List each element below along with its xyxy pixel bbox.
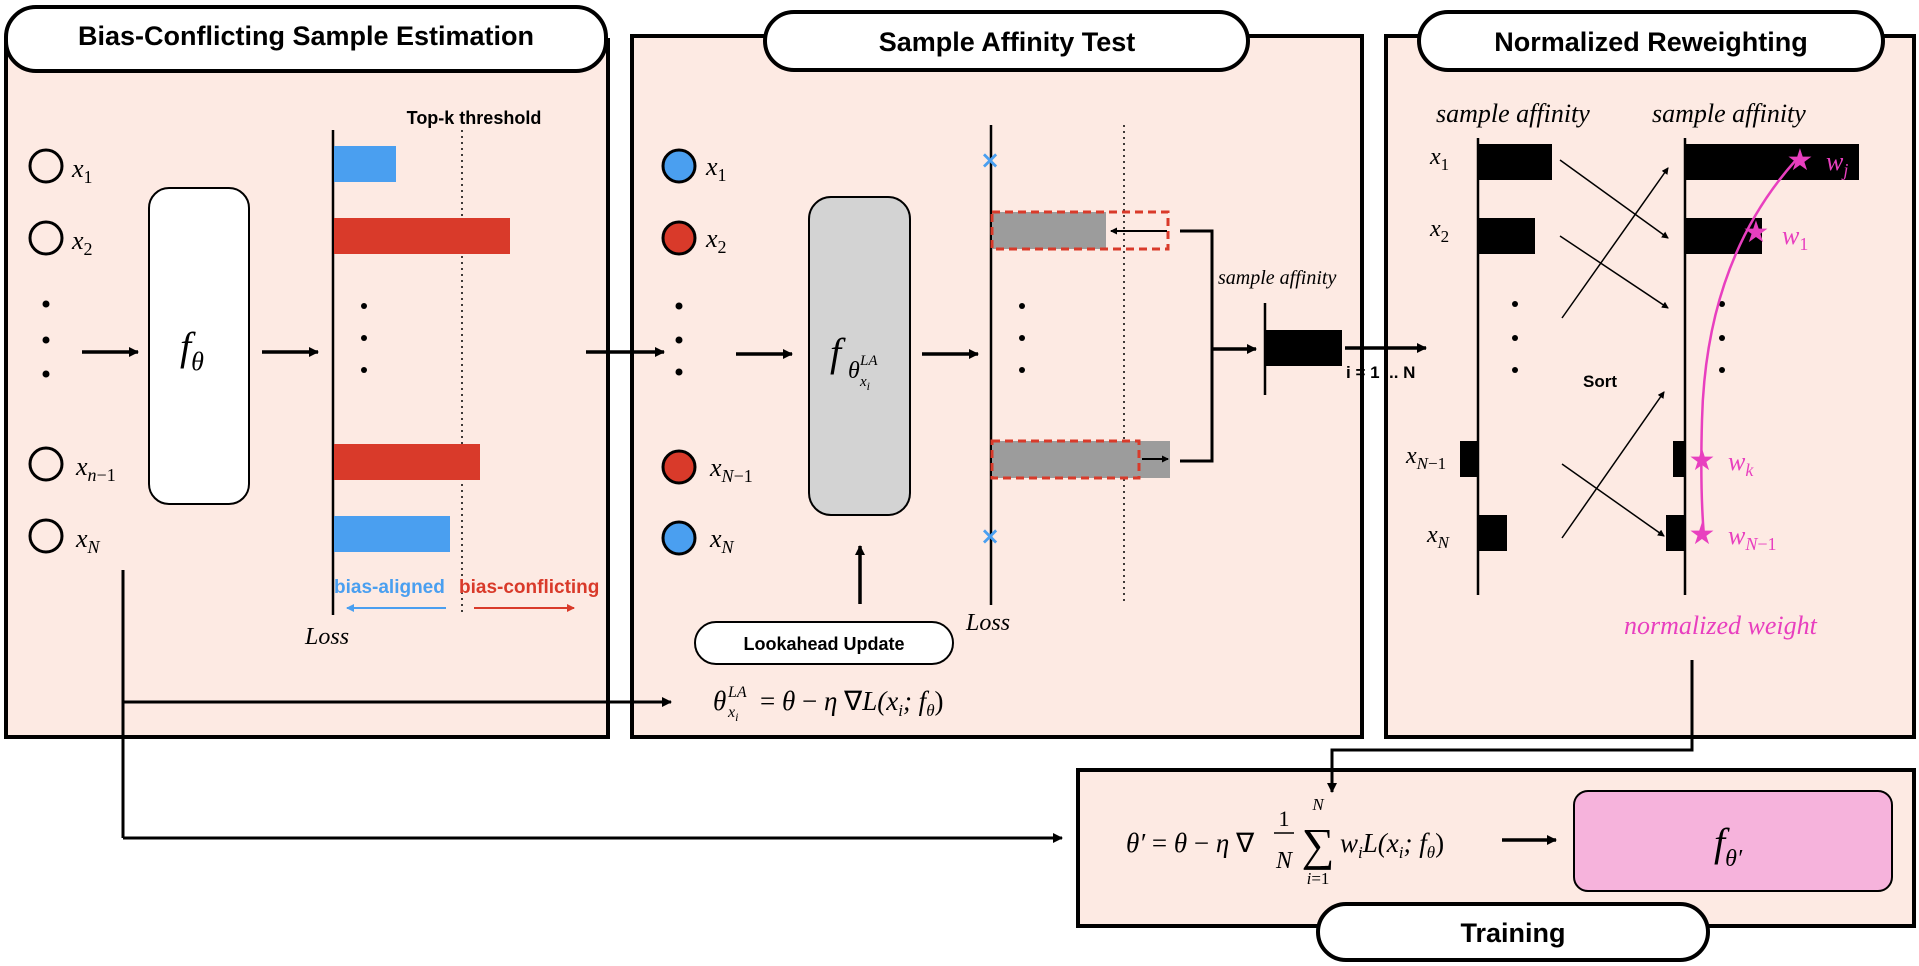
panel-bias-conflicting-estimation: Bias-Conflicting Sample Estimation x1 x2… bbox=[4, 5, 610, 739]
topk-threshold-label: Top-k threshold bbox=[407, 108, 542, 128]
svg-text:★: ★ bbox=[1743, 215, 1770, 250]
sort-arrows bbox=[1559, 159, 1669, 539]
normalized-weight-label: normalized weight bbox=[1624, 611, 1818, 640]
loss-axis-label-affinity: Loss bbox=[965, 610, 1010, 636]
loss-bar-xN bbox=[334, 516, 450, 552]
svg-text:LA: LA bbox=[859, 353, 878, 369]
svg-text:wj: wj bbox=[1826, 147, 1848, 180]
svg-text:LA: LA bbox=[727, 684, 747, 701]
svg-text:★: ★ bbox=[1787, 143, 1814, 178]
svg-text:xi: xi bbox=[727, 704, 738, 724]
svg-text:★: ★ bbox=[1689, 517, 1716, 552]
sort-label: Sort bbox=[1583, 372, 1617, 391]
bias-aligned-label: bias-aligned bbox=[334, 577, 445, 598]
svg-text:N: N bbox=[1311, 795, 1325, 814]
svg-text:×: × bbox=[980, 146, 1000, 174]
svg-text:xi: xi bbox=[859, 374, 870, 393]
bias-conflicting-label: bias-conflicting bbox=[459, 577, 599, 598]
svg-text:∑: ∑ bbox=[1302, 819, 1335, 870]
affinity-bar bbox=[1266, 330, 1342, 366]
loss-bar-xn-1 bbox=[334, 444, 480, 480]
panel-title-reweighting: Normalized Reweighting bbox=[1494, 27, 1808, 57]
panel-training: Training θ′ = θ − η ∇ 1 N N ∑ i=1 wiL(xi… bbox=[1076, 768, 1916, 962]
loss-bars-estimation: Top-k threshold bias-aligned bias-confli… bbox=[304, 108, 599, 650]
training-update-formula: θ′ = θ − η ∇ 1 N N ∑ i=1 wiL(xi; fθ) bbox=[1126, 795, 1444, 888]
svg-text:θ′ = θ − η ∇: θ′ = θ − η ∇ bbox=[1126, 828, 1255, 858]
svg-text:1: 1 bbox=[1279, 806, 1290, 831]
svg-text:★: ★ bbox=[1689, 443, 1716, 478]
svg-text:= θ − η ∇L(xi; fθ): = θ − η ∇L(xi; fθ) bbox=[760, 686, 944, 720]
loss-axis-label: Loss bbox=[304, 624, 349, 650]
model-f-theta-prime: fθ′ bbox=[1573, 790, 1893, 892]
svg-text:N: N bbox=[1275, 848, 1294, 874]
index-range-label: i = 1 ... N bbox=[1346, 363, 1415, 382]
panel-sample-affinity-test: Sample Affinity Test x1 x2 xN−1 xN f θ L… bbox=[630, 10, 1364, 739]
svg-text:θ: θ bbox=[713, 686, 726, 716]
model-f-theta: fθ bbox=[148, 187, 250, 505]
panel-title-estimation: Bias-Conflicting Sample Estimation bbox=[78, 21, 534, 51]
loss-bars-affinity: × × Loss bbox=[965, 125, 1170, 636]
panel-normalized-reweighting: Normalized Reweighting sample affinity s… bbox=[1384, 10, 1916, 739]
panel-title-affinity: Sample Affinity Test bbox=[879, 27, 1136, 57]
sample-affinity-label-left: sample affinity bbox=[1436, 99, 1590, 128]
svg-text:×: × bbox=[980, 522, 1000, 550]
panel-title-training: Training bbox=[1460, 918, 1565, 948]
lookahead-formula: θ LA xi = θ − η ∇L(xi; fθ) bbox=[713, 684, 944, 724]
svg-text:i=1: i=1 bbox=[1307, 869, 1330, 888]
sample-affinity-label-mid: sample affinity bbox=[1218, 267, 1336, 289]
loss-bar-x2 bbox=[334, 218, 510, 254]
model-f-theta-lookahead: f θ LA xi bbox=[808, 196, 911, 516]
lookahead-update-button: Lookahead Update bbox=[743, 634, 904, 654]
svg-text:θ: θ bbox=[848, 358, 860, 384]
sample-affinity-label-right: sample affinity bbox=[1652, 99, 1806, 128]
loss-bar-x1 bbox=[334, 146, 396, 182]
svg-text:w1: w1 bbox=[1782, 221, 1808, 254]
